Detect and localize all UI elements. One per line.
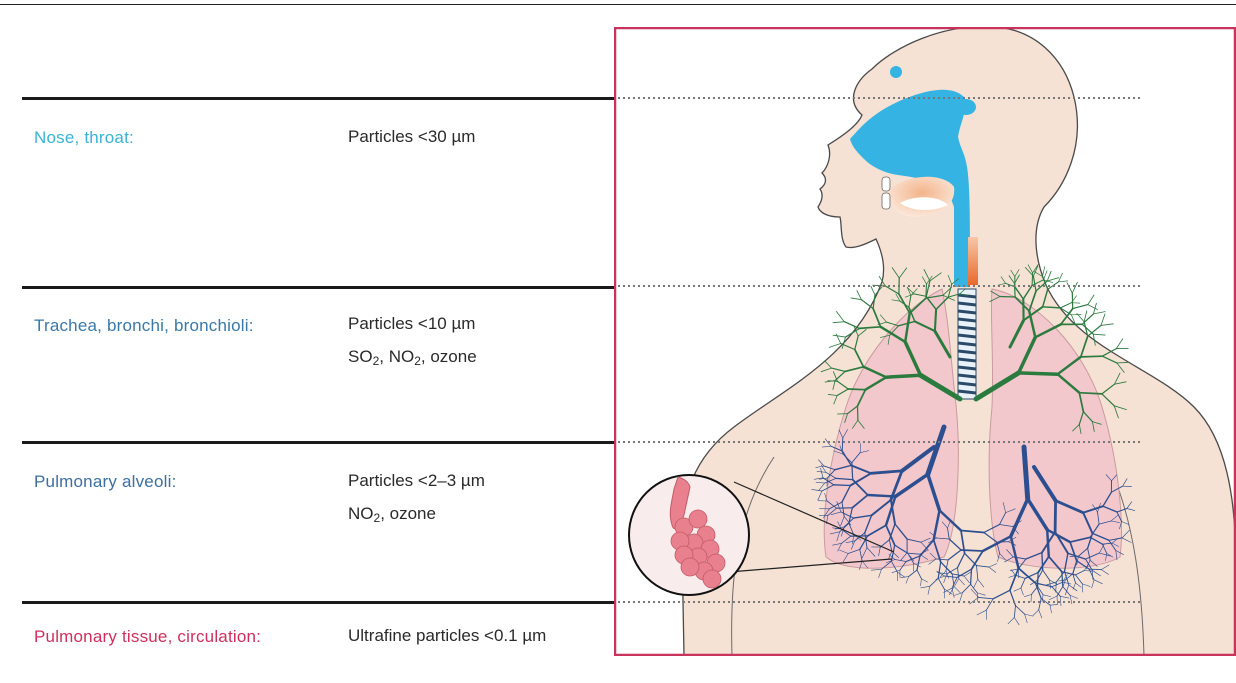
gas-ozone: ozone bbox=[430, 347, 476, 366]
bronchus-branch bbox=[1055, 501, 1056, 532]
teeth bbox=[882, 177, 890, 191]
throat-segment bbox=[968, 237, 978, 285]
bronchus-branch bbox=[935, 309, 936, 331]
bronchus-branch bbox=[886, 375, 920, 377]
bronchus-branch bbox=[1044, 271, 1048, 280]
bronchus-branch bbox=[842, 438, 843, 451]
teeth bbox=[882, 193, 890, 209]
particle-list-trachea: Particles <10 µm SO2, NO2, ozone bbox=[348, 307, 477, 373]
bronchus-branch bbox=[1047, 278, 1059, 281]
bronchus-branch bbox=[1116, 339, 1122, 349]
bronchus-branch bbox=[1042, 267, 1044, 277]
bronchus-branch bbox=[1081, 356, 1103, 357]
trachea-ring bbox=[958, 383, 976, 385]
bronchus-branch bbox=[1059, 281, 1068, 282]
particle-size-tissue: Ultrafine particles <0.1 µm bbox=[348, 619, 546, 652]
gas-list-alveoli: NO2, ozone bbox=[348, 497, 485, 530]
gas-so2: SO2, bbox=[348, 347, 389, 366]
region-label-nose-throat: Nose, throat: bbox=[34, 128, 134, 148]
nasal-sinus bbox=[890, 66, 902, 78]
trachea-ring bbox=[958, 335, 976, 337]
bronchus-branch bbox=[1032, 273, 1033, 286]
trachea-ring bbox=[958, 327, 976, 329]
trachea-ring bbox=[958, 303, 976, 305]
trachea-ring bbox=[958, 359, 976, 361]
alveolus bbox=[689, 510, 707, 528]
gas-ozone: ozone bbox=[390, 504, 436, 523]
trachea-ring bbox=[958, 311, 976, 313]
bronchus-branch bbox=[1117, 362, 1128, 363]
trachea-ring bbox=[958, 375, 976, 377]
trachea-ring bbox=[958, 367, 976, 369]
bronchus-branch bbox=[1060, 303, 1071, 308]
region-label-alveoli: Pulmonary alveoli: bbox=[34, 472, 177, 492]
particle-size-trachea: Particles <10 µm bbox=[348, 307, 477, 340]
bronchus-branch bbox=[871, 286, 875, 295]
region-label-tissue: Pulmonary tissue, circulation: bbox=[34, 627, 261, 647]
bronchus-branch bbox=[833, 322, 844, 323]
row-divider-tissue bbox=[22, 601, 616, 604]
particle-size-alveoli: Particles <2–3 µm bbox=[348, 464, 485, 497]
bronchus-branch bbox=[1079, 393, 1102, 394]
bronchus-branch bbox=[1067, 283, 1072, 293]
trachea-ring bbox=[958, 319, 976, 321]
bronchus-branch bbox=[1093, 312, 1105, 314]
trachea-ring bbox=[958, 391, 976, 393]
trachea-ring bbox=[958, 343, 976, 345]
bronchus-branch bbox=[926, 284, 927, 296]
row-divider-nose bbox=[22, 97, 616, 100]
particle-size-nose-throat: Particles <30 µm bbox=[348, 120, 475, 153]
bronchus-branch bbox=[1088, 295, 1094, 305]
row-divider-trachea bbox=[22, 286, 616, 289]
row-divider-alveoli bbox=[22, 441, 616, 444]
top-rule bbox=[0, 4, 1236, 5]
bronchus-branch bbox=[1042, 553, 1043, 570]
bronchus-branch bbox=[961, 550, 983, 551]
bronchus-branch bbox=[834, 485, 851, 486]
bronchus-branch bbox=[1093, 334, 1105, 335]
region-label-trachea: Trachea, bronchi, bronchioli: bbox=[34, 316, 254, 336]
bronchus-branch bbox=[1073, 305, 1088, 309]
bronchus-branch bbox=[829, 344, 840, 348]
particle-list-nose-throat: Particles <30 µm bbox=[348, 120, 475, 153]
bronchus-branch bbox=[1101, 314, 1105, 326]
bronchus-branch bbox=[844, 322, 859, 329]
sinus-cavity bbox=[956, 99, 976, 115]
bronchus-branch bbox=[848, 389, 865, 390]
gas-list-trachea: SO2, NO2, ozone bbox=[348, 340, 477, 373]
particle-list-tissue: Ultrafine particles <0.1 µm bbox=[348, 619, 546, 652]
gas-no2: NO2, bbox=[348, 504, 390, 523]
bronchus-branch bbox=[1072, 282, 1077, 293]
trachea-ring bbox=[958, 351, 976, 353]
trachea bbox=[958, 289, 976, 399]
bronchus-branch bbox=[1019, 373, 1058, 374]
bronchus-branch bbox=[833, 335, 845, 337]
bronchus-branch bbox=[851, 298, 861, 300]
respiratory-illustration bbox=[614, 27, 1236, 656]
bronchus-branch bbox=[836, 312, 844, 322]
bronchus-branch bbox=[1047, 271, 1051, 281]
particle-list-alveoli: Particles <2–3 µm NO2, ozone bbox=[348, 464, 485, 530]
bronchus-branch bbox=[857, 291, 862, 300]
alveolus bbox=[703, 570, 721, 588]
alveolus bbox=[681, 558, 699, 576]
gas-no2: NO2, bbox=[389, 347, 431, 366]
bronchus-branch bbox=[1101, 324, 1113, 326]
bronchus-branch bbox=[1000, 297, 1015, 298]
